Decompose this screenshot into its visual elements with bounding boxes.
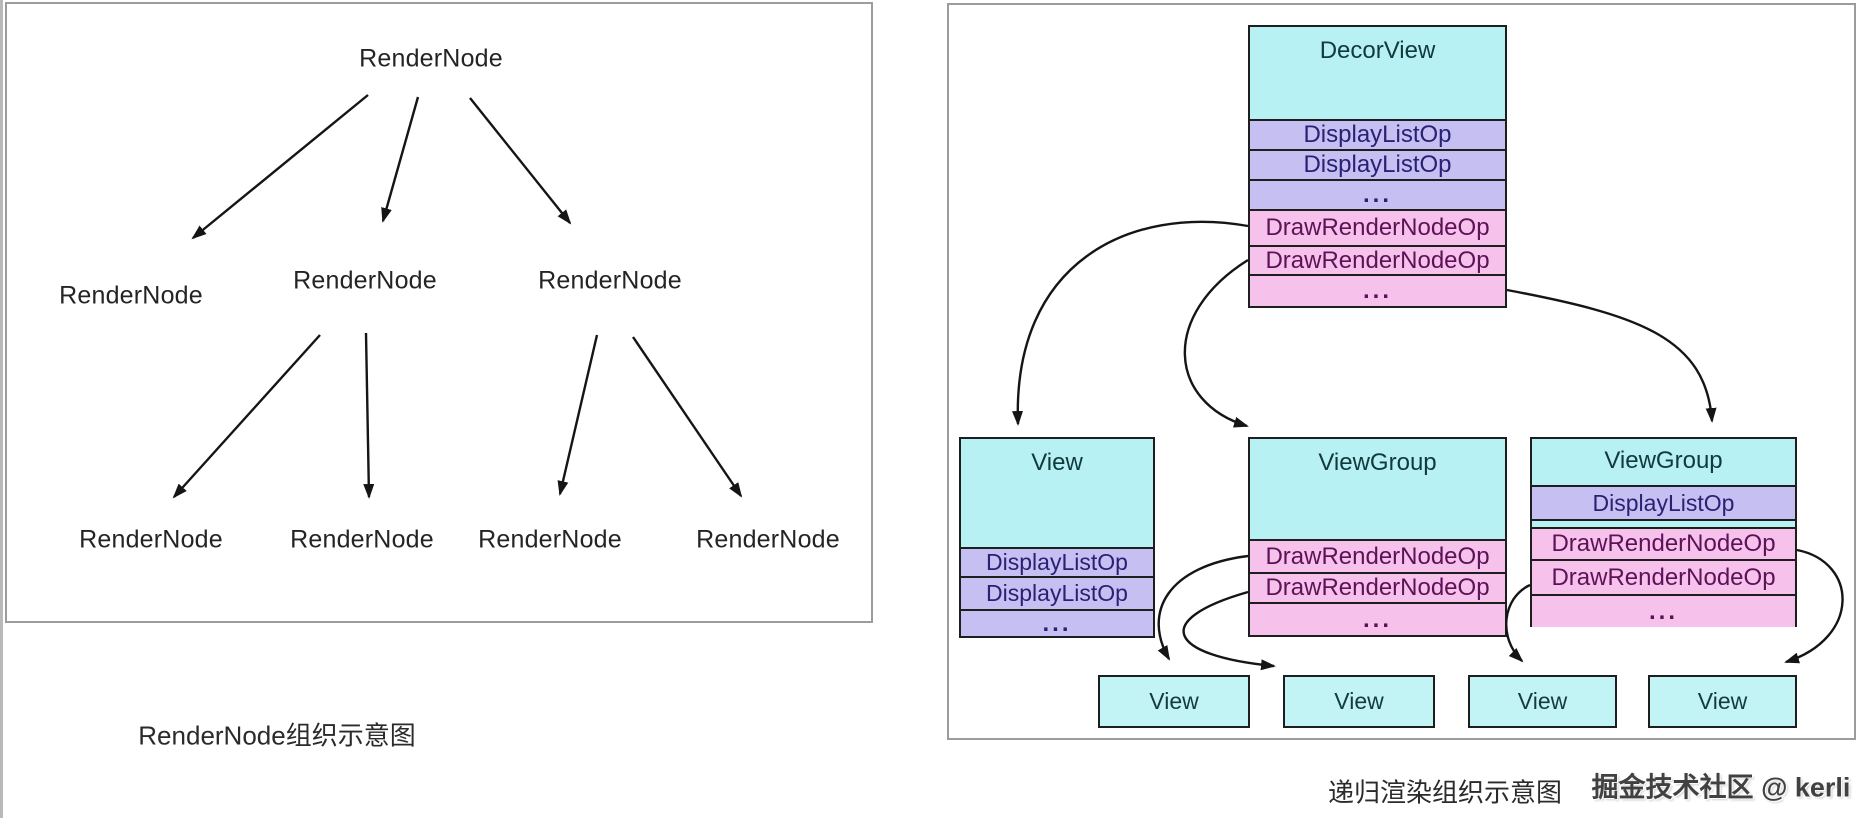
decorview-row-ellipsis-1: ... [1250,179,1505,209]
arrow-decorview-to-viewgroup-right [1506,288,1717,423]
arrow-mid3-to-bottom4 [632,336,743,498]
arrow-viewgroup-mid-to-leaf2 [1182,590,1276,671]
arrow-root-to-mid3 [469,97,572,225]
arrow-mid2-to-bottom1 [172,334,321,499]
tree-node-mid-3: RenderNode [538,266,682,295]
viewgroup-right-row-drawrendernodeop-1: DrawRenderNodeOp [1532,527,1795,559]
view-left-title: View [1031,449,1083,476]
tree-node-mid-2: RenderNode [293,266,437,295]
viewgroup-right-row-ellipsis: ... [1532,594,1795,627]
watermark-text: 掘金技术社区 @ kerli [1591,772,1851,803]
decorview-row-displaylistop-2: DisplayListOp [1250,149,1505,179]
arrow-viewgroup-right-to-leaf4 [1784,548,1844,664]
decorview-row-drawrendernodeop-2: DrawRenderNodeOp [1250,245,1505,274]
arrow-mid2-to-bottom2 [363,332,375,499]
arrow-viewgroup-mid-to-leaf1 [1157,554,1249,661]
decorview-row-displaylistop-1: DisplayListOp [1250,119,1505,149]
leaf-view-box-2: View [1283,675,1435,728]
right-diagram-caption: 递归渲染组织示意图 [1327,777,1563,808]
tree-node-root: RenderNode [359,44,503,73]
viewgroup-mid-box: ViewGroup DrawRenderNodeOp DrawRenderNod… [1248,437,1507,637]
viewgroup-mid-title: ViewGroup [1318,449,1437,476]
view-left-row-ellipsis: ... [961,609,1153,636]
viewgroup-mid-row-drawrendernodeop-2: DrawRenderNodeOp [1250,572,1505,602]
arrow-decorview-to-view [1012,220,1249,426]
page-left-edge-line [0,0,3,818]
tree-node-bottom-2: RenderNode [290,525,434,554]
leaf-view-box-1: View [1098,675,1250,728]
arrow-root-to-mid2 [381,96,420,223]
view-left-row-displaylistop-1: DisplayListOp [961,547,1153,576]
tree-node-mid-1: RenderNode [59,281,203,310]
view-left-box: View DisplayListOp DisplayListOp ... [959,437,1155,638]
arrow-mid3-to-bottom3 [557,334,599,496]
tree-node-bottom-4: RenderNode [696,525,840,554]
arrow-decorview-to-viewgroup-mid [1183,258,1249,428]
viewgroup-right-row-drawrendernodeop-2: DrawRenderNodeOp [1532,559,1795,594]
viewgroup-right-box: ViewGroup DisplayListOp DrawRenderNodeOp… [1530,437,1797,627]
leaf-view-box-4: View [1648,675,1797,728]
decorview-box: DecorView DisplayListOp DisplayListOp ..… [1248,25,1507,308]
viewgroup-right-cyan-strip [1532,519,1795,527]
arrow-viewgroup-right-to-leaf3 [1505,583,1531,663]
tree-node-bottom-3: RenderNode [478,525,622,554]
tree-node-bottom-1: RenderNode [79,525,223,554]
decorview-title: DecorView [1319,37,1436,64]
viewgroup-mid-row-ellipsis: ... [1250,602,1505,635]
decorview-row-drawrendernodeop-1: DrawRenderNodeOp [1250,209,1505,245]
viewgroup-right-row-displaylistop: DisplayListOp [1532,485,1795,519]
viewgroup-right-title: ViewGroup [1604,447,1723,474]
viewgroup-mid-row-drawrendernodeop-1: DrawRenderNodeOp [1250,539,1505,572]
left-diagram-caption: RenderNode组织示意图 [138,720,416,751]
rendernode-tree-frame [5,2,873,623]
decorview-row-ellipsis-2: ... [1250,274,1505,306]
arrow-root-to-mid1 [191,94,369,240]
leaf-view-box-3: View [1468,675,1617,728]
view-left-row-displaylistop-2: DisplayListOp [961,576,1153,609]
